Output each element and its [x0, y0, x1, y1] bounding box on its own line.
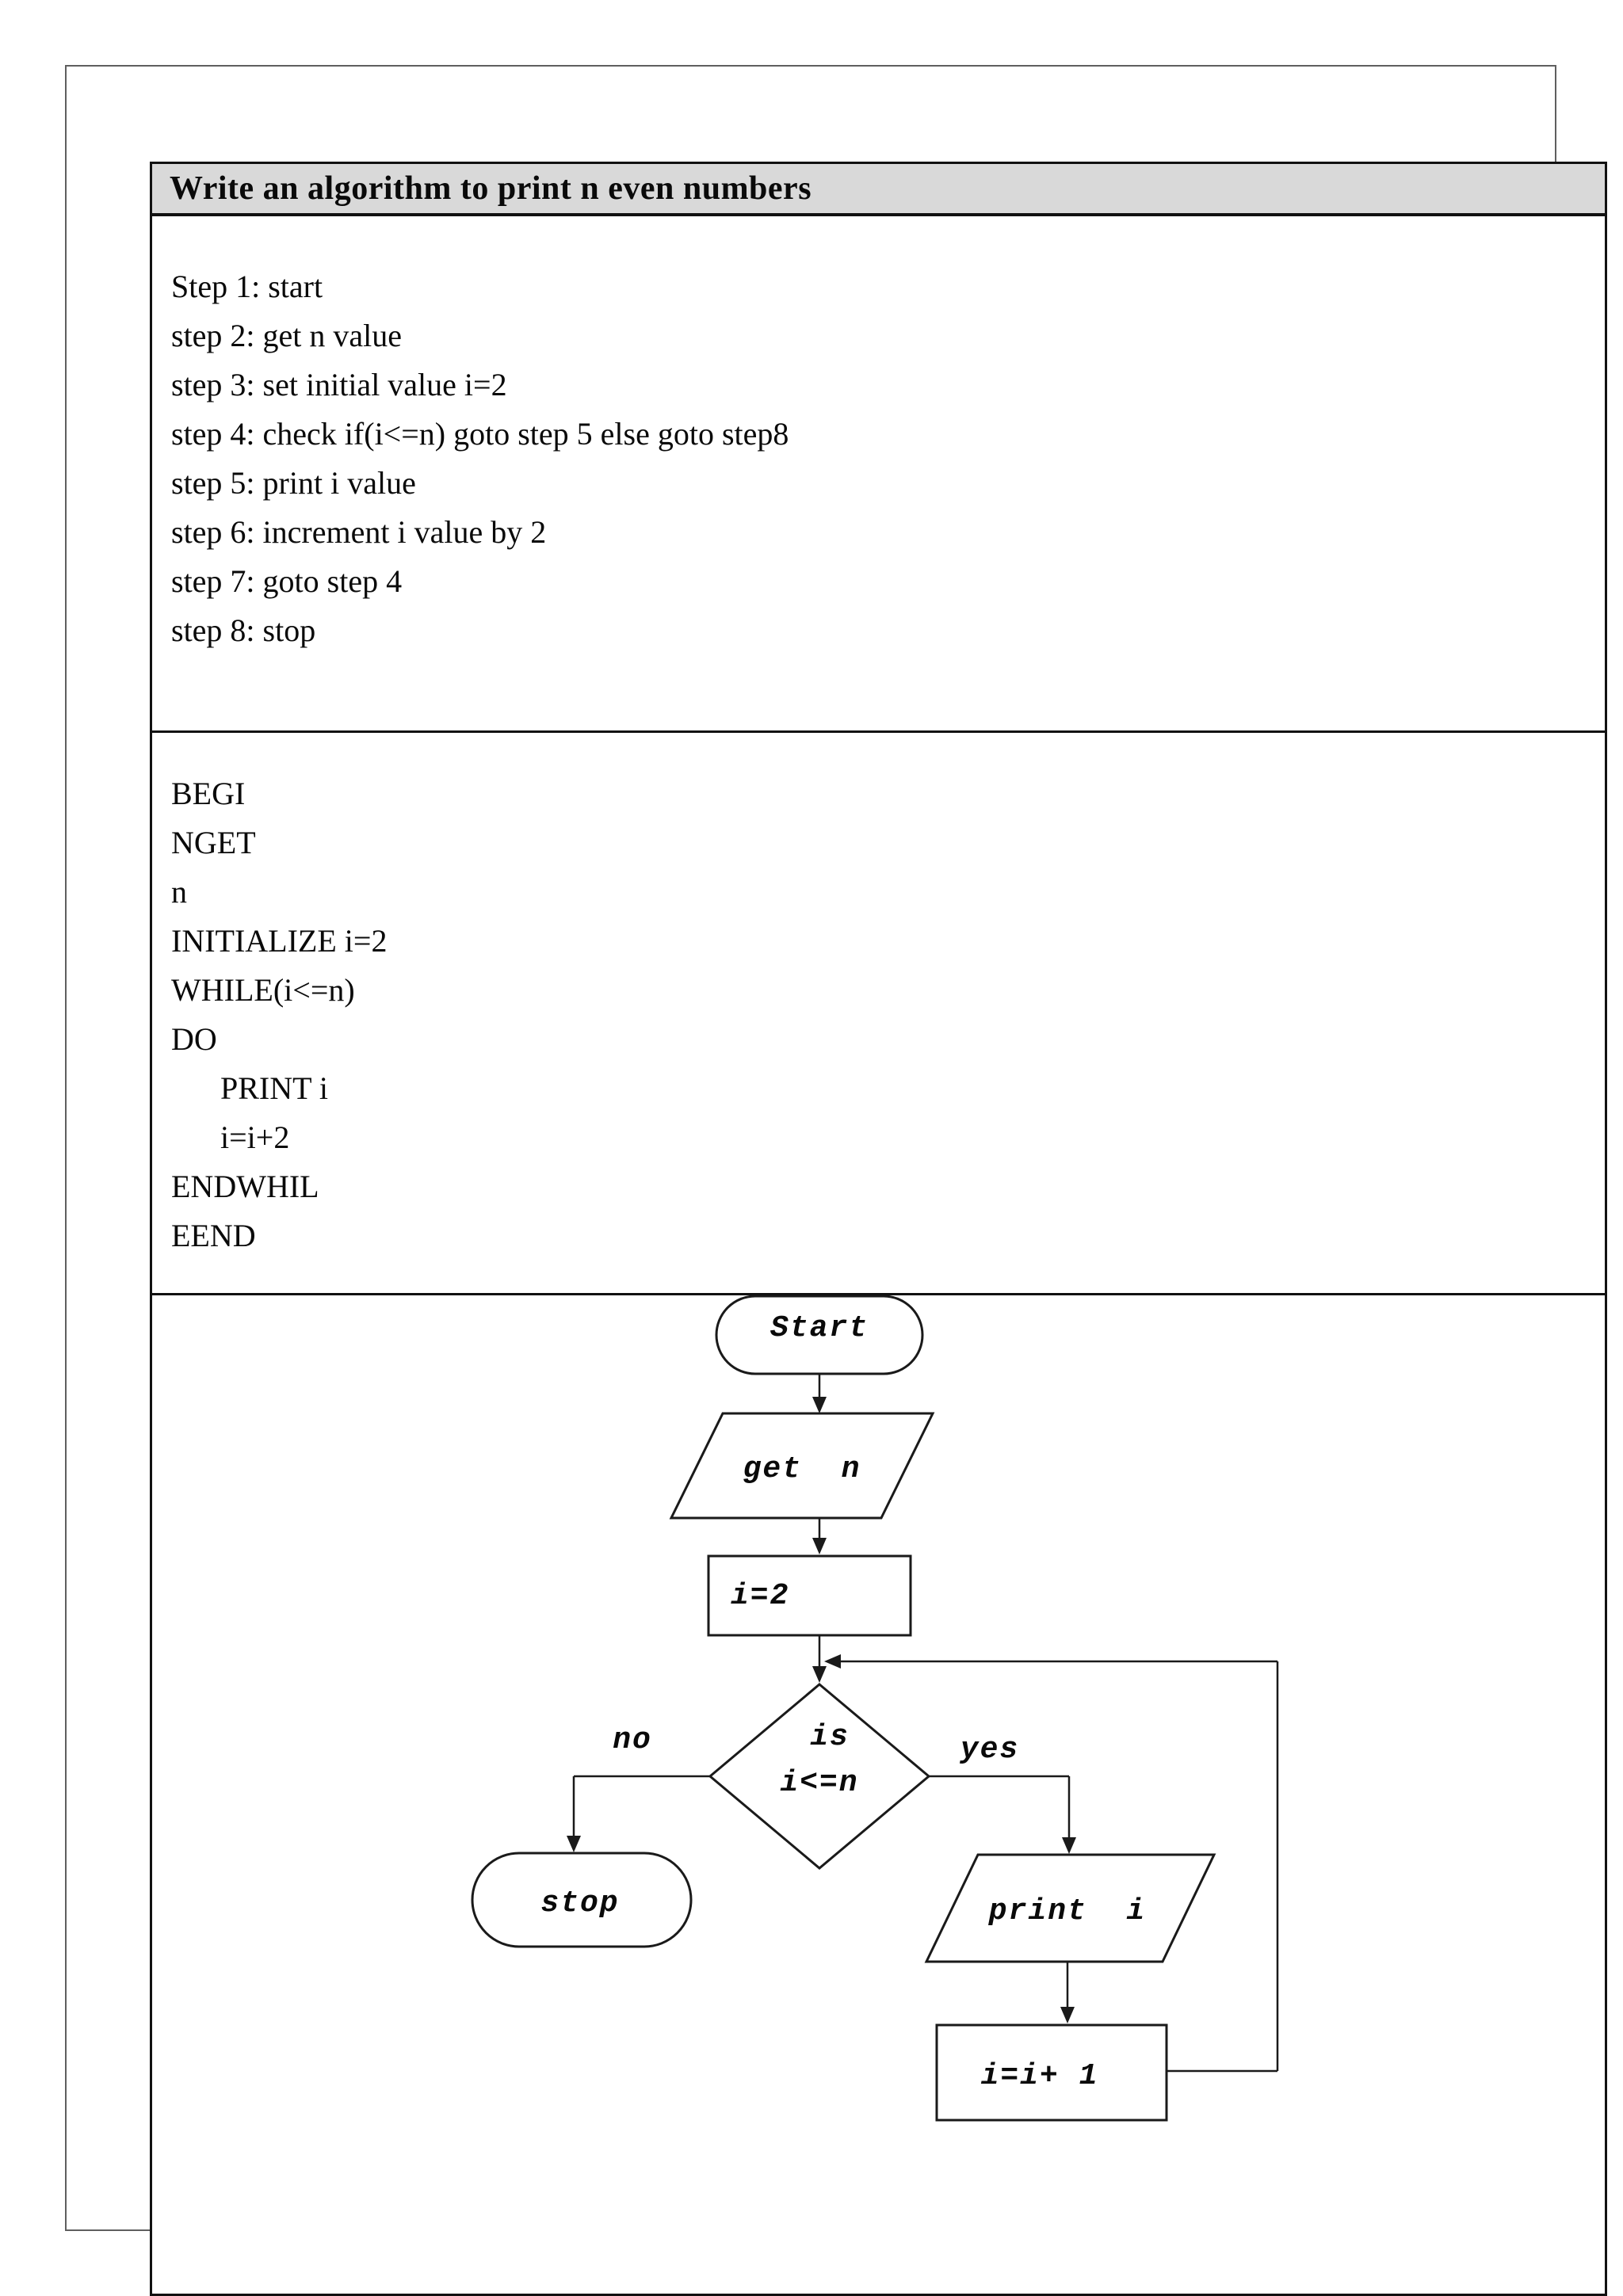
algorithm-step-1: Step 1: start	[171, 269, 323, 304]
arrowhead-into-stop	[567, 1836, 581, 1852]
stop-terminator-shape	[471, 1852, 693, 1948]
print-output-parallelogram	[924, 1853, 1216, 1963]
algorithm-step-3: step 3: set initial value i=2	[171, 367, 507, 402]
algorithm-steps-section: Step 1: start step 2: get n value step 3…	[152, 216, 1605, 733]
stop-label: stop	[540, 1886, 619, 1920]
page-title: Write an algorithm to print n even numbe…	[170, 170, 812, 207]
print-label: print i	[988, 1894, 1146, 1928]
algorithm-step-7: step 7: goto step 4	[171, 563, 403, 599]
no-branch-label: no	[613, 1723, 652, 1757]
content-table: Write an algorithm to print n even numbe…	[150, 162, 1607, 2296]
pseudocode-line: ENDWHIL	[171, 1169, 319, 1204]
decision-diamond	[708, 1683, 931, 1870]
increment-label: i=i+ 1	[981, 2059, 1099, 2093]
arrowhead-into-getn	[812, 1397, 827, 1413]
decision-label-line1: is	[810, 1720, 850, 1754]
flowchart-diagram: Start get n i=2 is i<=n no yes stop prin…	[471, 1295, 1279, 2122]
pseudocode-line: WHILE(i<=n)	[171, 972, 355, 1008]
algorithm-step-2: step 2: get n value	[171, 318, 403, 353]
algorithm-step-6: step 6: increment i value by 2	[171, 514, 547, 550]
pseudocode-line: INITIALIZE i=2	[171, 923, 388, 959]
init-process-box	[707, 1554, 912, 1637]
pseudocode-section: BEGI NGET n INITIALIZE i=2 WHILE(i<=n) D…	[152, 733, 1605, 1295]
flowchart-section: Start get n i=2 is i<=n no yes stop prin…	[152, 1295, 1605, 2294]
arrowhead-loop-junction	[824, 1654, 841, 1669]
pseudocode-line: NGET	[171, 825, 256, 860]
init-label: i=2	[731, 1579, 789, 1613]
title-bar: Write an algorithm to print n even numbe…	[152, 164, 1605, 216]
pseudocode-line: EEND	[171, 1218, 256, 1253]
decision-label-line2: i<=n	[780, 1766, 858, 1800]
yes-branch-label: yes	[960, 1733, 1019, 1767]
arrowhead-into-decision	[812, 1666, 827, 1683]
pseudocode-line: BEGI	[171, 776, 246, 811]
start-terminator-shape	[715, 1295, 924, 1375]
page-outer-border: Write an algorithm to print n even numbe…	[65, 65, 1607, 2296]
pseudocode-line-indented: i=i+2	[220, 1119, 290, 1155]
pseudocode-line: n	[171, 874, 187, 910]
start-label: Start	[770, 1311, 869, 1345]
arrowhead-into-init	[812, 1538, 827, 1554]
algorithm-step-5: step 5: print i value	[171, 465, 416, 501]
get-n-label: get n	[743, 1452, 861, 1486]
get-n-input-parallelogram	[669, 1412, 935, 1520]
algorithm-step-8: step 8: stop	[171, 612, 316, 648]
pseudocode-line-indented: PRINT i	[220, 1070, 328, 1106]
increment-process-box	[935, 2023, 1168, 2122]
arrowhead-into-increment	[1060, 2007, 1075, 2023]
pseudocode-line: DO	[171, 1021, 217, 1057]
algorithm-step-4: step 4: check if(i<=n) goto step 5 else …	[171, 416, 789, 452]
arrowhead-into-print	[1062, 1837, 1076, 1854]
